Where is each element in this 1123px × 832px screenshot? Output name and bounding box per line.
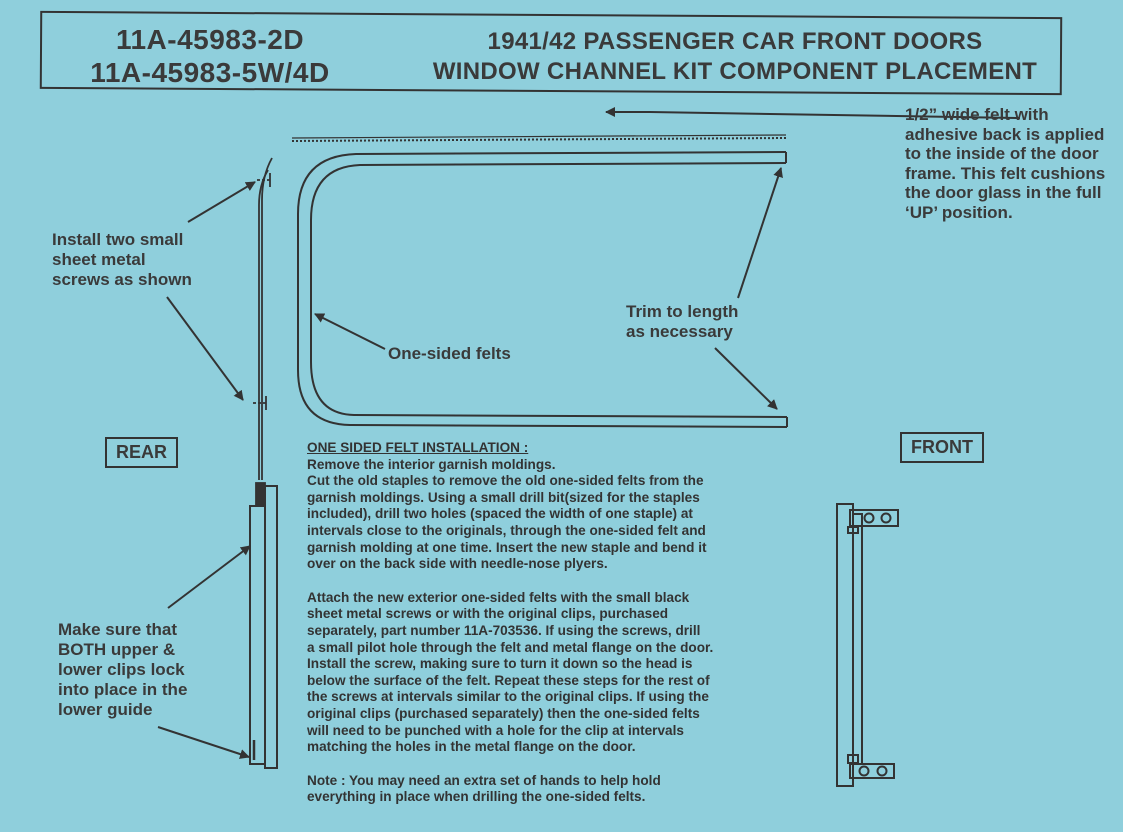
para1-line: over on the back side with needle-nose p… — [307, 556, 608, 572]
instructions: ONE SIDED FELT INSTALLATION : Remove the… — [307, 440, 827, 806]
para2-line: below the surface of the felt. Repeat th… — [307, 672, 710, 688]
leader-arrows — [157, 107, 1021, 759]
felt-note-line: adhesive back is applied — [905, 124, 1105, 144]
para2-line: original clips (purchased separately) th… — [307, 705, 700, 721]
front-door-guide — [836, 503, 899, 787]
note-line: everything in place when drilling the on… — [307, 789, 646, 805]
para2-line: Install the screw, making sure to turn i… — [307, 656, 693, 672]
para2-line: separately, part number 11A-703536. If u… — [307, 622, 701, 638]
paragraph-gap — [307, 573, 827, 590]
one-sided-felt-channel — [297, 151, 788, 428]
para1-line: garnish moldings. Using a small drill bi… — [307, 489, 700, 505]
paragraph-gap — [307, 756, 827, 773]
title-line-2: WINDOW CHANNEL KIT COMPONENT PLACEMENT — [432, 58, 1038, 85]
instructions-heading: ONE SIDED FELT INSTALLATION : — [307, 440, 529, 455]
trim-note: Trim to length as necessary — [626, 302, 786, 342]
felt-note-line: the door glass in the full — [905, 183, 1102, 202]
trim-note-line: Trim to length — [626, 302, 739, 321]
clips-note-line: lower guide — [58, 700, 153, 719]
para2-line: matching the holes in the metal flange o… — [307, 739, 636, 755]
para1-line: included), drill two holes (spaced the w… — [307, 506, 693, 522]
para1-line: Remove the interior garnish moldings. — [307, 456, 556, 472]
para1-line: garnish molding at one time. Insert the … — [307, 539, 707, 555]
felt-note-line: to the inside of the door — [905, 144, 1099, 163]
one-sided-felts-label: One-sided felts — [388, 344, 511, 363]
clips-note-line: Make sure that — [58, 620, 178, 639]
screws-note-line: sheet metal — [52, 250, 146, 269]
para1-line: intervals close to the originals, throug… — [307, 522, 706, 538]
para2-line: will need to be punched with a hole for … — [307, 722, 684, 738]
clips-note: Make sure that BOTH upper & lower clips … — [58, 620, 218, 720]
title-line-1: 1941/42 PASSENGER CAR FRONT DOORS — [487, 28, 983, 55]
rear-door-guide — [249, 157, 278, 769]
note-line: Note : You may need an extra set of hand… — [307, 772, 661, 788]
clips-note-line: BOTH upper & — [58, 640, 176, 659]
para1-line: Cut the old staples to remove the old on… — [307, 473, 704, 489]
rear-label: REAR — [105, 437, 179, 468]
screws-note-line: screws as shown — [52, 270, 192, 289]
felt-note-line: ‘UP’ position. — [905, 202, 1013, 222]
para2-line: the screws at intervals similar to the o… — [307, 689, 709, 705]
para2-line: a small pilot hole through the felt and … — [307, 639, 714, 655]
trim-note-line: as necessary — [626, 322, 733, 341]
para2-line: sheet metal screws or with the original … — [307, 606, 669, 622]
felt-note-line: frame. This felt cushions — [905, 163, 1106, 183]
front-label: FRONT — [900, 432, 984, 463]
part-number-1: 11A-45983-2D — [115, 24, 305, 55]
screws-note: Install two small sheet metal screws as … — [52, 230, 222, 290]
felt-note-line: 1/2” wide felt with — [905, 105, 1049, 124]
part-number-2: 11A-45983-5W/4D — [90, 57, 330, 88]
clips-note-line: into place in the — [58, 680, 188, 699]
adhesive-felt-strip — [291, 134, 787, 142]
para2-line: Attach the new exterior one-sided felts … — [307, 589, 690, 605]
clips-note-line: lower clips lock — [58, 660, 185, 679]
screws-note-line: Install two small — [52, 230, 184, 249]
felt-note: 1/2” wide felt with adhesive back is app… — [905, 105, 1120, 222]
